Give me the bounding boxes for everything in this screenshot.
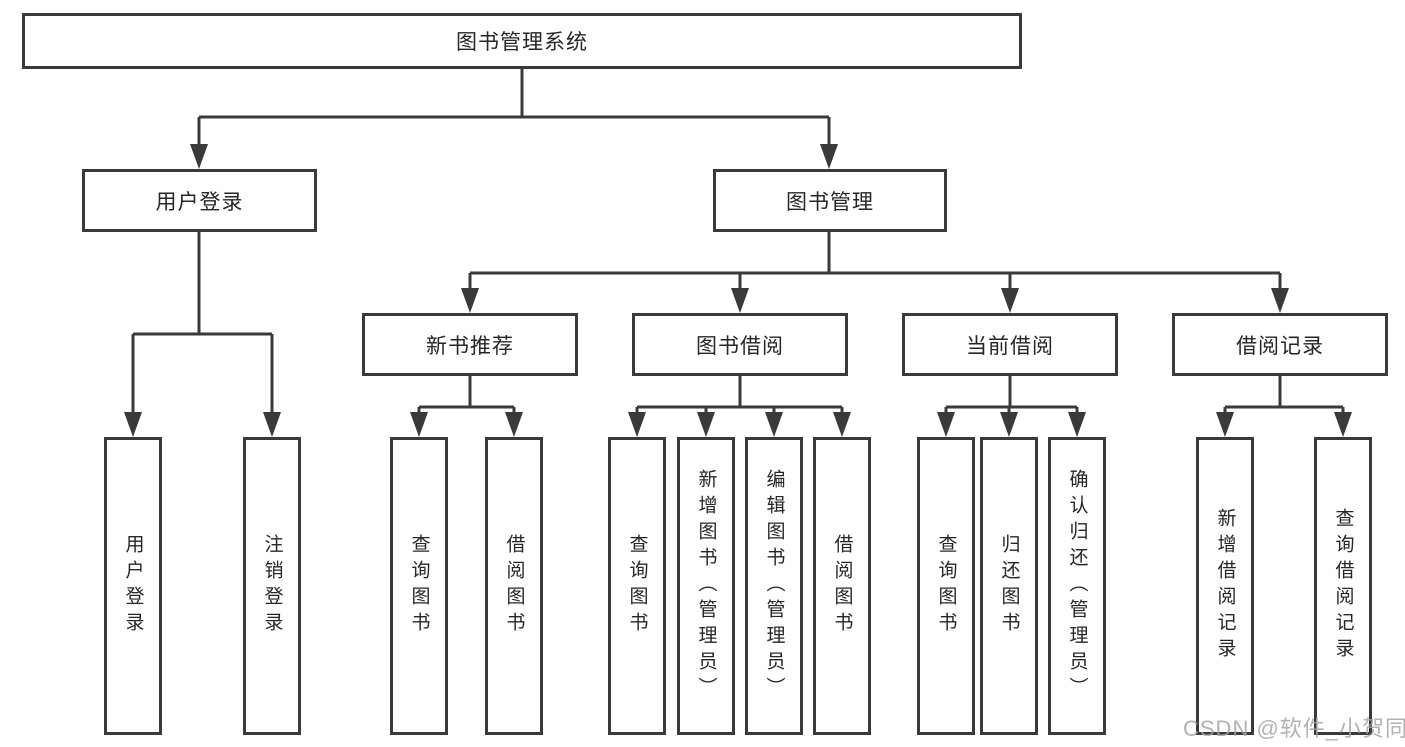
node-current-borrow-label: 当前借阅 (966, 334, 1054, 358)
arrow-to-leaf-login (124, 412, 142, 437)
arrow-to-user-login (190, 144, 208, 169)
leaf-current-return-books: 归还图书 (980, 437, 1038, 735)
connector-mgmt-to-level3 (468, 232, 1282, 293)
arrow-borrow-add (697, 412, 715, 437)
arrow-to-current-borrow (1001, 288, 1019, 313)
leaf-records-add-borrow-record: 新增借阅记录 (1196, 437, 1254, 735)
leaf-newrec-borrow-books-label: 借阅图书 (503, 534, 525, 638)
csdn-watermark: CSDN @软件_小贺同学 (1183, 716, 1405, 741)
leaf-newrec-query-books-label: 查询图书 (408, 534, 430, 638)
connector-login-to-leaves (131, 232, 274, 418)
leaf-newrec-borrow-books: 借阅图书 (485, 437, 543, 735)
arrow-current-return (1000, 412, 1018, 437)
node-user-login-label: 用户登录 (155, 190, 244, 214)
arrow-to-new-book-recommend (461, 288, 479, 313)
node-user-login: 用户登录 (82, 169, 317, 232)
connector-newrec-to-leaves (417, 376, 516, 418)
arrow-records-query (1334, 412, 1352, 437)
arrow-newrec-borrow (505, 412, 523, 437)
arrow-to-book-borrow (731, 288, 749, 313)
arrow-to-leaf-logout (263, 412, 281, 437)
leaf-logout-label: 注销登录 (261, 534, 283, 638)
arrow-to-book-management (820, 144, 838, 169)
arrow-to-borrow-records (1271, 288, 1289, 313)
node-borrow-records-label: 借阅记录 (1236, 334, 1324, 358)
connector-borrow-to-leaves (635, 376, 844, 418)
arrow-borrow-borrow (833, 412, 851, 437)
leaf-borrow-add-books-admin: 新增图书（管理员） (677, 437, 735, 735)
arrow-current-query (937, 412, 955, 437)
leaf-current-confirm-return-admin: 确认归还（管理员） (1048, 437, 1106, 735)
leaf-user-login: 用户登录 (104, 437, 162, 735)
leaf-records-add-borrow-record-label: 新增借阅记录 (1214, 508, 1236, 664)
leaf-borrow-borrow-books: 借阅图书 (813, 437, 871, 735)
connector-root-to-level2 (197, 69, 831, 147)
node-root-library-management-system: 图书管理系统 (22, 13, 1022, 69)
node-new-book-recommend-label: 新书推荐 (426, 334, 514, 358)
leaf-borrow-query-books-label: 查询图书 (626, 534, 648, 638)
node-new-book-recommend: 新书推荐 (362, 313, 578, 376)
connector-records-to-leaves (1223, 376, 1345, 418)
node-book-management: 图书管理 (713, 169, 947, 232)
leaf-borrow-query-books: 查询图书 (608, 437, 666, 735)
arrow-borrow-query (628, 412, 646, 437)
connector-current-to-leaves (944, 376, 1079, 418)
arrow-newrec-query (410, 412, 428, 437)
leaf-current-return-books-label: 归还图书 (998, 534, 1020, 638)
leaf-user-login-label: 用户登录 (122, 534, 144, 638)
leaf-newrec-query-books: 查询图书 (390, 437, 448, 735)
arrow-records-add (1216, 412, 1234, 437)
node-borrow-records: 借阅记录 (1172, 313, 1388, 376)
leaf-current-query-books: 查询图书 (917, 437, 975, 735)
node-book-borrow: 图书借阅 (632, 313, 848, 376)
leaf-borrow-borrow-books-label: 借阅图书 (831, 534, 853, 638)
node-book-borrow-label: 图书借阅 (696, 334, 784, 358)
leaf-current-confirm-return-admin-label: 确认归还（管理员） (1066, 469, 1088, 703)
node-root-label: 图书管理系统 (456, 31, 588, 54)
leaf-borrow-edit-books-admin: 编辑图书（管理员） (745, 437, 803, 735)
node-current-borrow: 当前借阅 (902, 313, 1118, 376)
node-book-management-label: 图书管理 (786, 190, 874, 214)
leaf-records-query-borrow-record: 查询借阅记录 (1314, 437, 1372, 735)
arrow-current-confirm (1068, 412, 1086, 437)
leaf-current-query-books-label: 查询图书 (935, 534, 957, 638)
leaf-logout: 注销登录 (243, 437, 301, 735)
leaf-records-query-borrow-record-label: 查询借阅记录 (1332, 508, 1354, 664)
arrow-borrow-edit (765, 412, 783, 437)
leaf-borrow-edit-books-admin-label: 编辑图书（管理员） (763, 469, 785, 703)
leaf-borrow-add-books-admin-label: 新增图书（管理员） (695, 469, 717, 703)
